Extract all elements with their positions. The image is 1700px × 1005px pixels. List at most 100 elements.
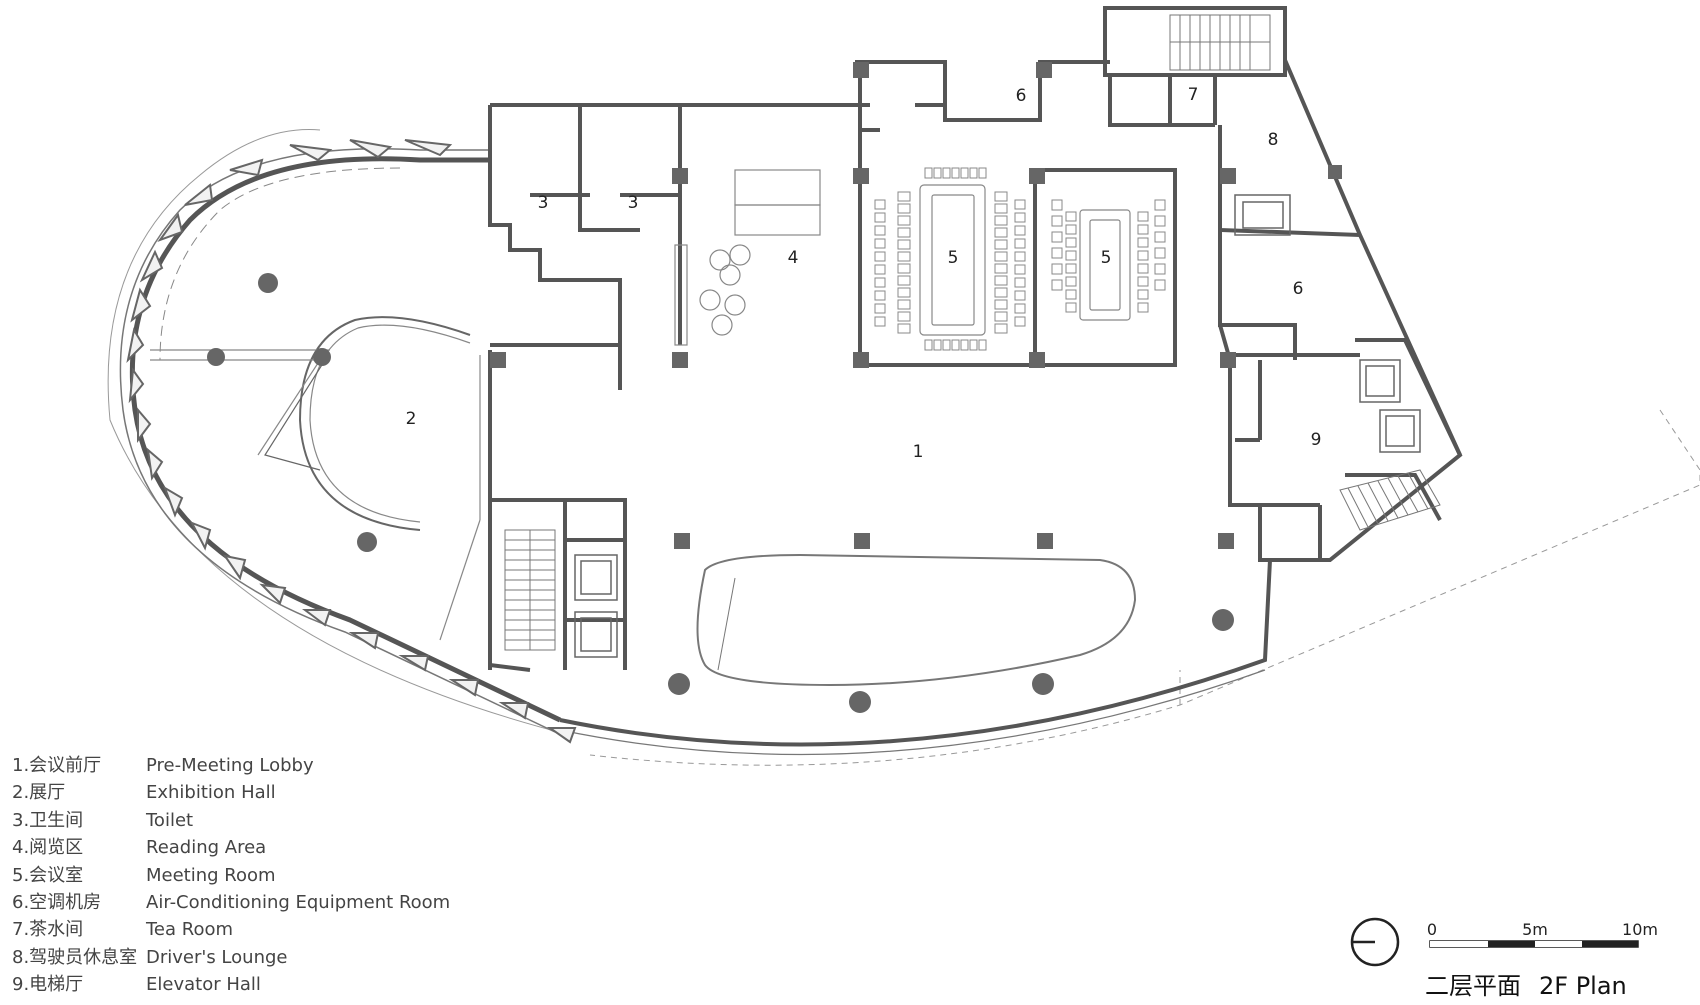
chair (994, 215, 1008, 226)
legend-en: Tea Room (146, 919, 234, 941)
chair (994, 299, 1008, 310)
columns (207, 62, 1342, 713)
legend-en: Air-Conditioning Equipment Room (146, 891, 451, 913)
chair (1014, 303, 1026, 314)
chair (1065, 224, 1077, 235)
chair (897, 191, 911, 202)
chair (874, 251, 886, 262)
chair (897, 227, 911, 238)
chair (951, 167, 960, 179)
legend-cn: 1.会议前厅 (12, 755, 102, 776)
chair (1051, 231, 1063, 243)
room-labels: 1 2 3 3 4 5 5 6 6 7 8 9 (406, 85, 1322, 462)
exhibition-hall-features (150, 316, 481, 641)
chair (994, 227, 1008, 238)
room-label-4: 4 (788, 248, 799, 268)
legend-cn: 8.驾驶员休息室 (12, 946, 138, 968)
chair (1014, 238, 1026, 249)
chair (1065, 276, 1077, 287)
scale-label-5m: 5m (1522, 920, 1548, 939)
legend-cn: 4.阅览区 (12, 837, 84, 859)
chair (1065, 263, 1077, 274)
chair (994, 239, 1008, 250)
chair (874, 264, 886, 275)
chair (1137, 263, 1149, 274)
legend-en: Reading Area (146, 837, 267, 859)
room-label-1: 1 (913, 442, 924, 462)
chair (994, 311, 1008, 322)
chair (933, 339, 942, 351)
plan-title: 二层平面 2F Plan (1425, 966, 1627, 1001)
room-label-6b: 6 (1293, 279, 1304, 299)
chair (1137, 289, 1149, 300)
chair (924, 167, 933, 179)
chair (1137, 224, 1149, 235)
chair (994, 263, 1008, 274)
chair (1014, 264, 1026, 275)
chair (1137, 237, 1149, 248)
chair (1137, 250, 1149, 261)
room-label-9: 9 (1311, 430, 1322, 450)
scale-label-10m: 10m (1622, 920, 1658, 939)
scale-bar: 0 5m 10m (1427, 920, 1658, 948)
scale-label-0: 0 (1427, 920, 1437, 939)
chair (1014, 212, 1026, 223)
chair (951, 339, 960, 351)
chair (1051, 279, 1063, 291)
north-arrow (1350, 917, 1400, 967)
chair (960, 167, 969, 179)
legend-cn: 9.电梯厅 (12, 974, 84, 996)
chair (1051, 247, 1063, 259)
meeting-furniture (734, 169, 1131, 336)
chair (1137, 302, 1149, 313)
room-label-3b: 3 (628, 193, 639, 213)
chair (1065, 211, 1077, 222)
room-label-6a: 6 (1016, 86, 1027, 106)
chair (978, 167, 987, 179)
room-label-2: 2 (406, 409, 417, 429)
legend-en: Toilet (146, 809, 194, 831)
chair (1137, 211, 1149, 222)
chair (994, 191, 1008, 202)
legend-en: Pre-Meeting Lobby (146, 755, 314, 776)
chair (897, 203, 911, 214)
chair (994, 323, 1008, 334)
chair (994, 251, 1008, 262)
chair (1065, 250, 1077, 261)
chair (1065, 289, 1077, 300)
legend-en: Exhibition Hall (146, 782, 276, 804)
plan-title-en: 2F Plan (1539, 972, 1627, 1000)
chair (1014, 251, 1026, 262)
chair (1154, 279, 1166, 291)
chair (1014, 290, 1026, 301)
chair (874, 303, 886, 314)
facade-fins (126, 139, 577, 744)
chair (960, 339, 969, 351)
chair (874, 199, 886, 210)
chair (897, 239, 911, 250)
chair (897, 299, 911, 310)
chair (874, 225, 886, 236)
chair (1154, 231, 1166, 243)
chair (994, 203, 1008, 214)
chair (924, 339, 933, 351)
chair (1014, 316, 1026, 327)
legend-en: Meeting Room (146, 864, 276, 886)
walls (488, 6, 1463, 672)
chair (874, 316, 886, 327)
chair (994, 287, 1008, 298)
chair (1051, 263, 1063, 275)
room-label-5b: 5 (1101, 248, 1112, 268)
chair (933, 167, 942, 179)
chair (1014, 277, 1026, 288)
chair (874, 277, 886, 288)
outer-boundary (107, 129, 1700, 766)
plan-title-cn: 二层平面 (1425, 972, 1521, 1000)
